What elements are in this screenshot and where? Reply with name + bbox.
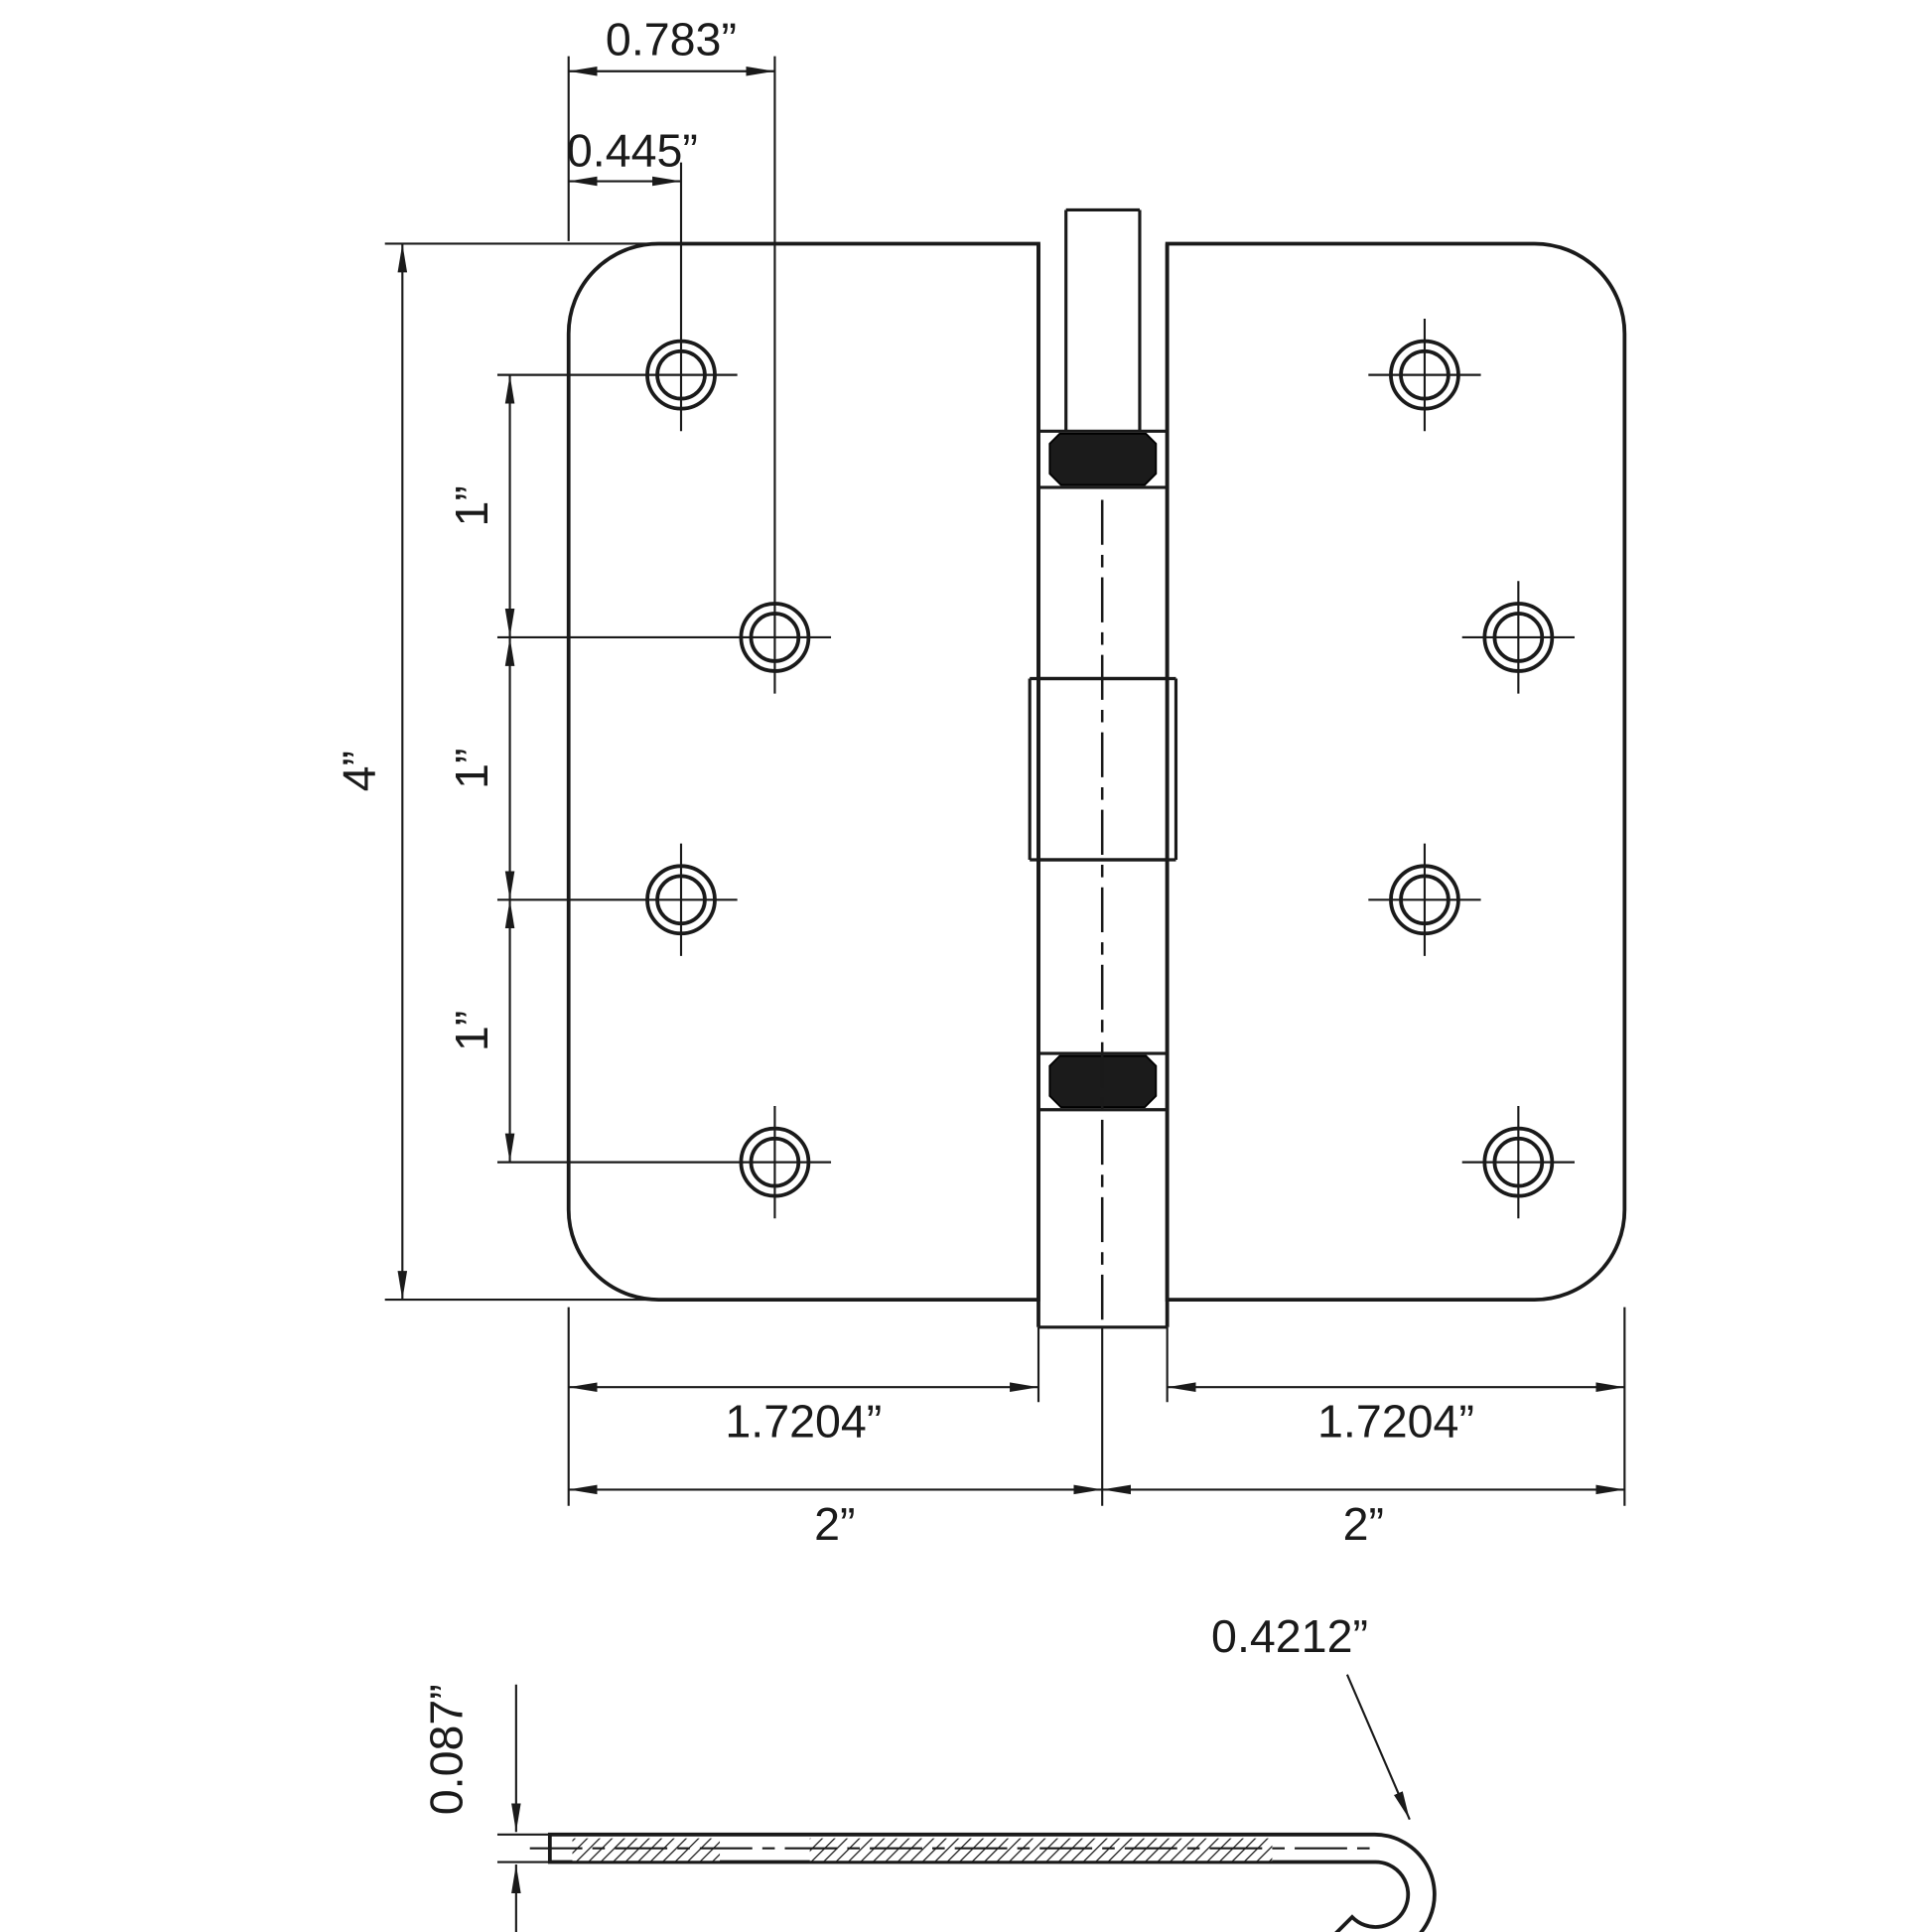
screw-holes-right	[1368, 318, 1576, 1219]
right-leaf	[1165, 241, 1627, 1302]
bearing-ring-top	[1048, 432, 1158, 486]
dimension-hole-pitch: 1” 1” 1”	[446, 373, 832, 1164]
screw-hole	[1368, 318, 1481, 432]
front-view: 0.783” 0.445” 4” 1” 1” 1”	[334, 13, 1627, 1550]
dim-label-pitch-2: 1”	[446, 748, 497, 788]
dimension-curl-diameter: 0.4212”	[1211, 1610, 1411, 1821]
dimensions-top: 0.783” 0.445”	[567, 13, 776, 694]
left-leaf	[566, 241, 1040, 1302]
dim-label-thickness: 0.087”	[421, 1684, 473, 1815]
dim-label-pitch-3: 1”	[446, 1011, 497, 1051]
dim-label-curl-diameter: 0.4212”	[1211, 1610, 1368, 1662]
dim-label-pitch-1: 1”	[446, 485, 497, 526]
screw-hole	[1461, 1105, 1576, 1219]
side-view: 0.087” 0.4212”	[421, 1610, 1437, 1932]
dim-label-half-left: 2”	[814, 1498, 855, 1550]
dim-label-overall-height: 4”	[334, 751, 385, 791]
dim-label-leaf-right: 1.7204”	[1317, 1396, 1474, 1448]
barrel	[1028, 207, 1178, 1329]
dimension-thickness: 0.087”	[421, 1684, 552, 1932]
dim-label-top-inner: 0.445”	[567, 124, 698, 176]
dim-label-half-right: 2”	[1343, 1498, 1384, 1550]
dim-label-top-outer: 0.783”	[606, 13, 737, 65]
section-hatch-left	[572, 1838, 721, 1862]
dimension-overall-height: 4”	[334, 242, 675, 1302]
dim-label-leaf-left: 1.7204”	[725, 1396, 882, 1448]
screw-hole	[1368, 843, 1481, 956]
section-hatch-right	[809, 1838, 1273, 1862]
dimensions-bottom: 1.7204” 1.7204” 2” 2”	[567, 1307, 1626, 1550]
screw-hole	[1461, 581, 1576, 694]
hinge-pin	[1064, 207, 1142, 432]
